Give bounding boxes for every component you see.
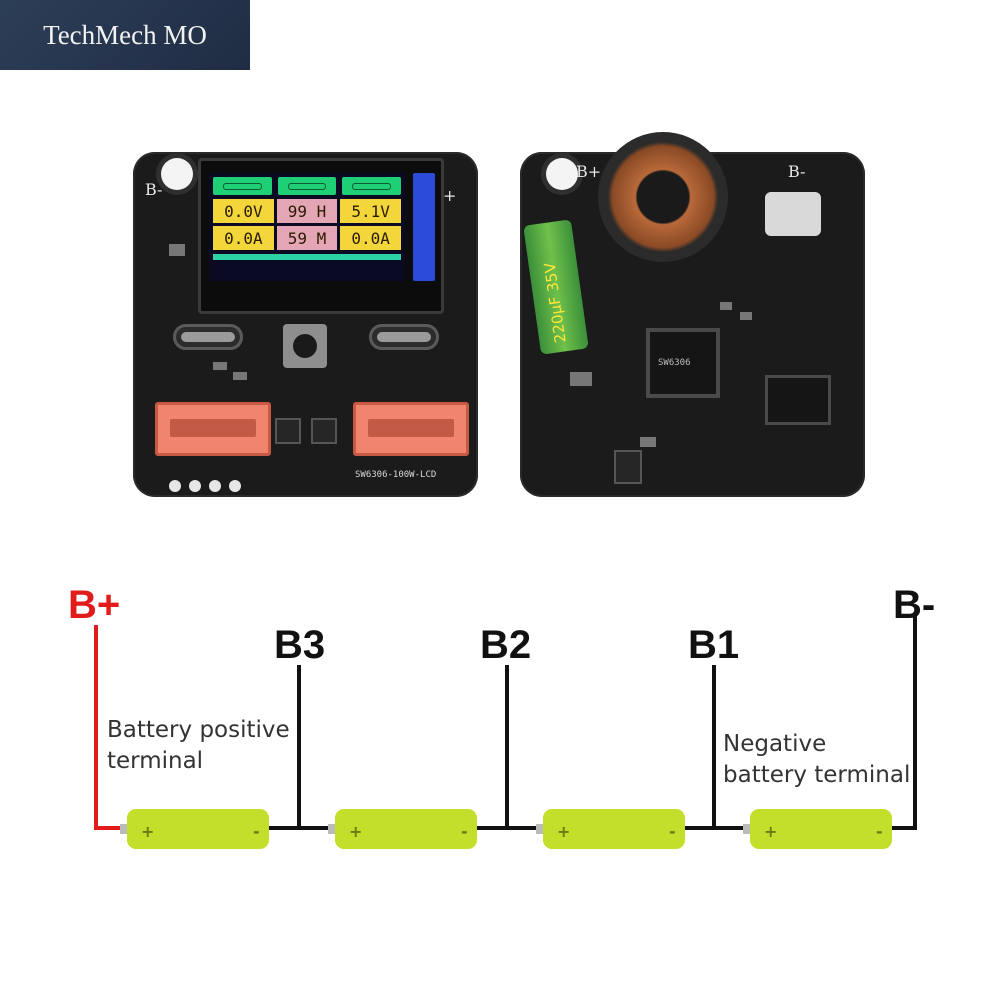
lcd-minutes: 59 M bbox=[276, 226, 338, 250]
positive-terminal-note: Battery positive terminal bbox=[107, 715, 290, 777]
terminal-b1-label: B1 bbox=[688, 623, 740, 667]
negative-note-line: Negative bbox=[723, 731, 827, 757]
header-pins bbox=[169, 480, 241, 492]
lcd-port-icon bbox=[277, 177, 337, 195]
usb-a-port-right bbox=[353, 402, 469, 456]
terminal-b-minus-label: B- bbox=[893, 583, 936, 627]
cell-minus-mark: - bbox=[461, 822, 468, 841]
positive-note-line: terminal bbox=[107, 748, 204, 774]
smd-part bbox=[233, 372, 247, 380]
mount-hole bbox=[546, 158, 578, 190]
lcd-port-indicators bbox=[213, 177, 402, 195]
lcd-hours: 99 H bbox=[276, 199, 338, 223]
silk-b-minus: B- bbox=[788, 162, 806, 181]
push-button bbox=[283, 324, 327, 368]
battery-wiring-diagram: + - + - + - + - bbox=[94, 615, 917, 849]
main-ic-chip: SW6306 bbox=[650, 332, 716, 394]
smd-part bbox=[740, 312, 752, 320]
cell-plus-mark: + bbox=[349, 822, 362, 841]
battery-cell-2 bbox=[328, 809, 477, 849]
battery-cell-1 bbox=[120, 809, 269, 849]
buzzer-component bbox=[765, 192, 821, 236]
smd-part bbox=[213, 362, 227, 370]
lcd-port-icon bbox=[342, 177, 402, 195]
usb-c-port-left bbox=[173, 324, 243, 350]
terminal-b-plus-label: B+ bbox=[68, 583, 121, 627]
cell-minus-mark: - bbox=[876, 822, 883, 841]
cell-minus-mark: - bbox=[669, 822, 676, 841]
silk-model: SW6306-100W-LCD bbox=[355, 470, 437, 480]
negative-note-line: battery terminal bbox=[723, 762, 911, 788]
silk-b-plus: B+ bbox=[576, 162, 602, 181]
lcd-output-current: 0.0A bbox=[340, 226, 401, 250]
terminal-b3-label: B3 bbox=[274, 623, 326, 667]
capacitor-label: 220μF 35V bbox=[540, 261, 570, 345]
silk-plus: + bbox=[443, 186, 457, 205]
pcb-front: B- + 0.0V 99 H 5.1V 0.0A 59 M 0.0A bbox=[133, 152, 478, 497]
watermark-logo: TechMech MO bbox=[0, 0, 250, 70]
smd-part bbox=[169, 244, 185, 256]
usb-a-port-left bbox=[155, 402, 271, 456]
cell-minus-mark: - bbox=[253, 822, 260, 841]
lcd-module: 0.0V 99 H 5.1V 0.0A 59 M 0.0A bbox=[198, 158, 444, 314]
positive-note-line: Battery positive bbox=[107, 717, 290, 743]
secondary-ic-chip bbox=[768, 378, 828, 422]
negative-terminal-note: Negative battery terminal bbox=[723, 729, 910, 791]
electrolytic-capacitor: 220μF 35V bbox=[523, 219, 589, 355]
battery-cell-4 bbox=[743, 809, 892, 849]
smd-part bbox=[720, 302, 732, 310]
terminal-b2-label: B2 bbox=[480, 623, 532, 667]
lcd-input-current: 0.0A bbox=[213, 226, 274, 250]
cell-plus-mark: + bbox=[557, 822, 570, 841]
lcd-input-voltage: 0.0V bbox=[213, 199, 274, 223]
mosfet-chip bbox=[277, 420, 299, 442]
negative-wire bbox=[888, 615, 917, 830]
smd-part bbox=[640, 437, 656, 447]
lcd-level-bar bbox=[213, 254, 401, 260]
inductor-coil bbox=[598, 132, 728, 262]
positive-wire bbox=[94, 625, 125, 830]
battery-cell-3 bbox=[536, 809, 685, 849]
mount-hole bbox=[161, 158, 193, 190]
cell-plus-mark: + bbox=[764, 822, 777, 841]
silk-b-minus: B- bbox=[145, 180, 163, 199]
regulator-chip bbox=[616, 452, 640, 482]
usb-c-port-right bbox=[369, 324, 439, 350]
watermark-text: TechMech MO bbox=[43, 19, 207, 50]
lcd-output-voltage: 5.1V bbox=[340, 199, 401, 223]
mosfet-chip bbox=[313, 420, 335, 442]
lcd-screen: 0.0V 99 H 5.1V 0.0A 59 M 0.0A bbox=[209, 173, 405, 281]
lcd-port-icon bbox=[213, 177, 272, 195]
lcd-flex-cable bbox=[413, 173, 435, 281]
cell-plus-mark: + bbox=[141, 822, 154, 841]
smd-part bbox=[570, 372, 592, 386]
pcb-back: B+ B- 220μF 35V SW6306 bbox=[520, 132, 865, 497]
chip-label: SW6306 bbox=[658, 358, 691, 368]
lcd-readings: 0.0V 99 H 5.1V 0.0A 59 M 0.0A bbox=[213, 199, 401, 250]
